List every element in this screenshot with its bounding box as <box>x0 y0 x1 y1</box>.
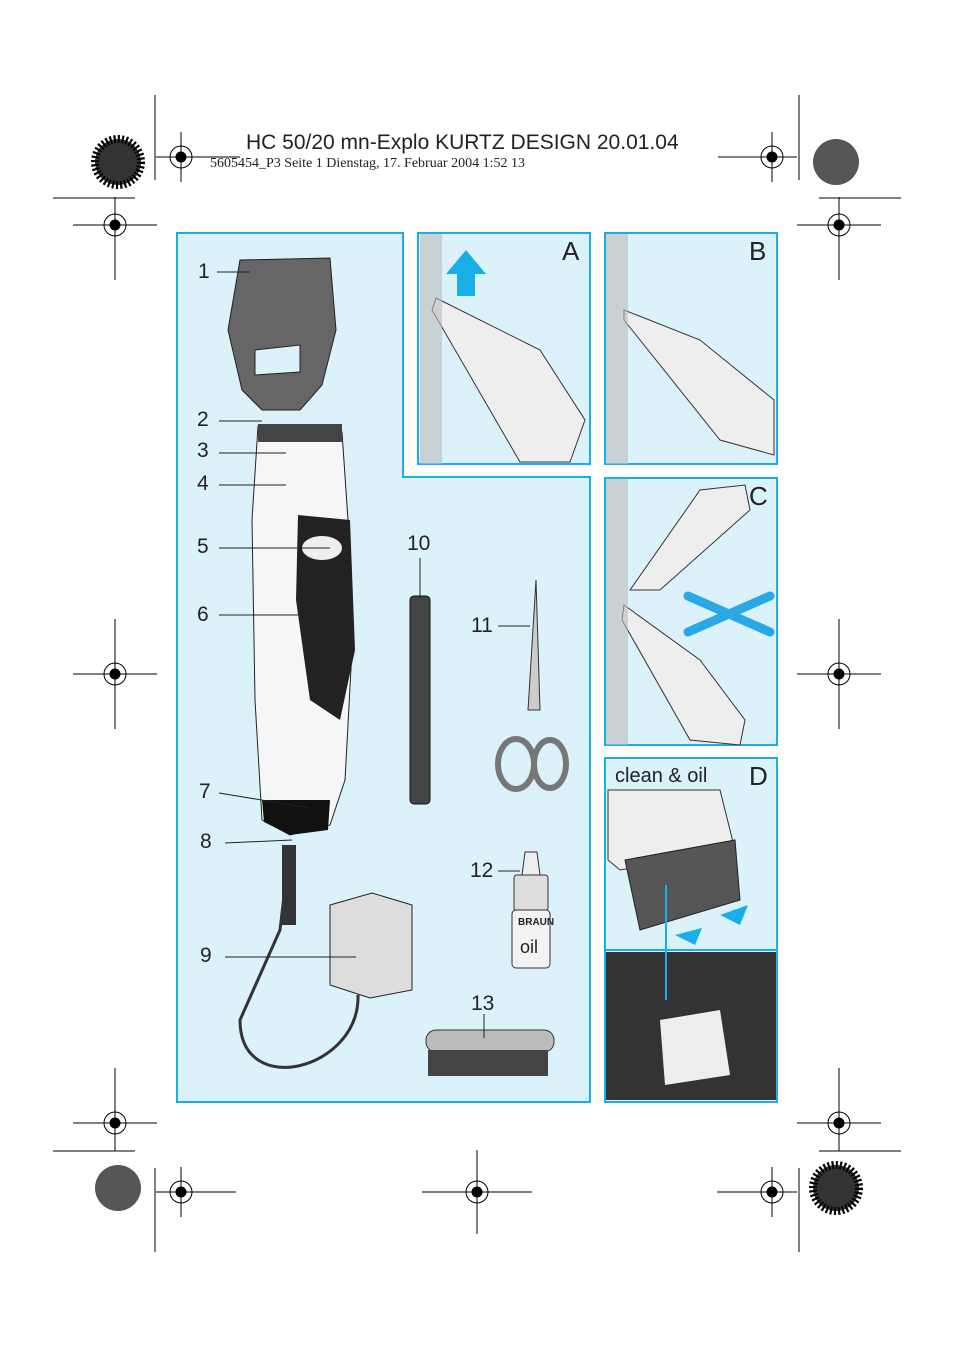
part-label-4: 4 <box>197 472 209 495</box>
comb-attachment <box>227 257 337 411</box>
part-label-13: 13 <box>471 992 495 1015</box>
scissors <box>495 579 569 792</box>
comb <box>409 595 431 805</box>
braun-logo: BRAUN <box>518 917 555 928</box>
part-label-3: 3 <box>197 439 209 462</box>
panel-d-letter: D <box>749 761 768 791</box>
part-label-5: 5 <box>197 535 209 558</box>
trimmer-panel-b <box>606 234 775 464</box>
panel-d-caption: clean & oil <box>615 765 708 787</box>
starburst-marks <box>91 135 863 1215</box>
part-label-11: 11 <box>471 614 493 637</box>
registration-marks <box>73 132 881 1234</box>
cleaning-brush <box>425 1029 555 1076</box>
panel-c-letter: C <box>749 481 768 511</box>
charger <box>238 844 413 1069</box>
part-label-10: 10 <box>407 532 431 555</box>
part-label-1: 1 <box>198 260 210 283</box>
part-label-2: 2 <box>197 408 209 431</box>
trimmer-illustration <box>251 424 355 836</box>
part-label-9: 9 <box>200 944 212 967</box>
arrow-up-icon <box>446 250 486 296</box>
cutter-closeup <box>606 789 776 1100</box>
panel-a-letter: A <box>562 236 580 266</box>
cross-icon <box>683 591 775 637</box>
part-label-8: 8 <box>200 830 212 853</box>
part-label-6: 6 <box>197 603 209 626</box>
header-subtitle: 5605454_P3 Seite 1 Dienstag, 17. Februar… <box>210 156 525 171</box>
crop-marks <box>53 95 901 1252</box>
bottle-label: oil <box>520 937 539 957</box>
oil-bottle <box>511 851 551 969</box>
trimmer-panel-c <box>606 479 751 746</box>
trimmer-panel-a <box>420 234 586 464</box>
part-label-7: 7 <box>199 780 211 803</box>
part-label-12: 12 <box>470 859 494 882</box>
panel-b-letter: B <box>749 236 767 266</box>
leader-lines <box>217 271 530 1038</box>
header-title: HC 50/20 mn-Explo KURTZ DESIGN 20.01.04 <box>246 131 679 154</box>
